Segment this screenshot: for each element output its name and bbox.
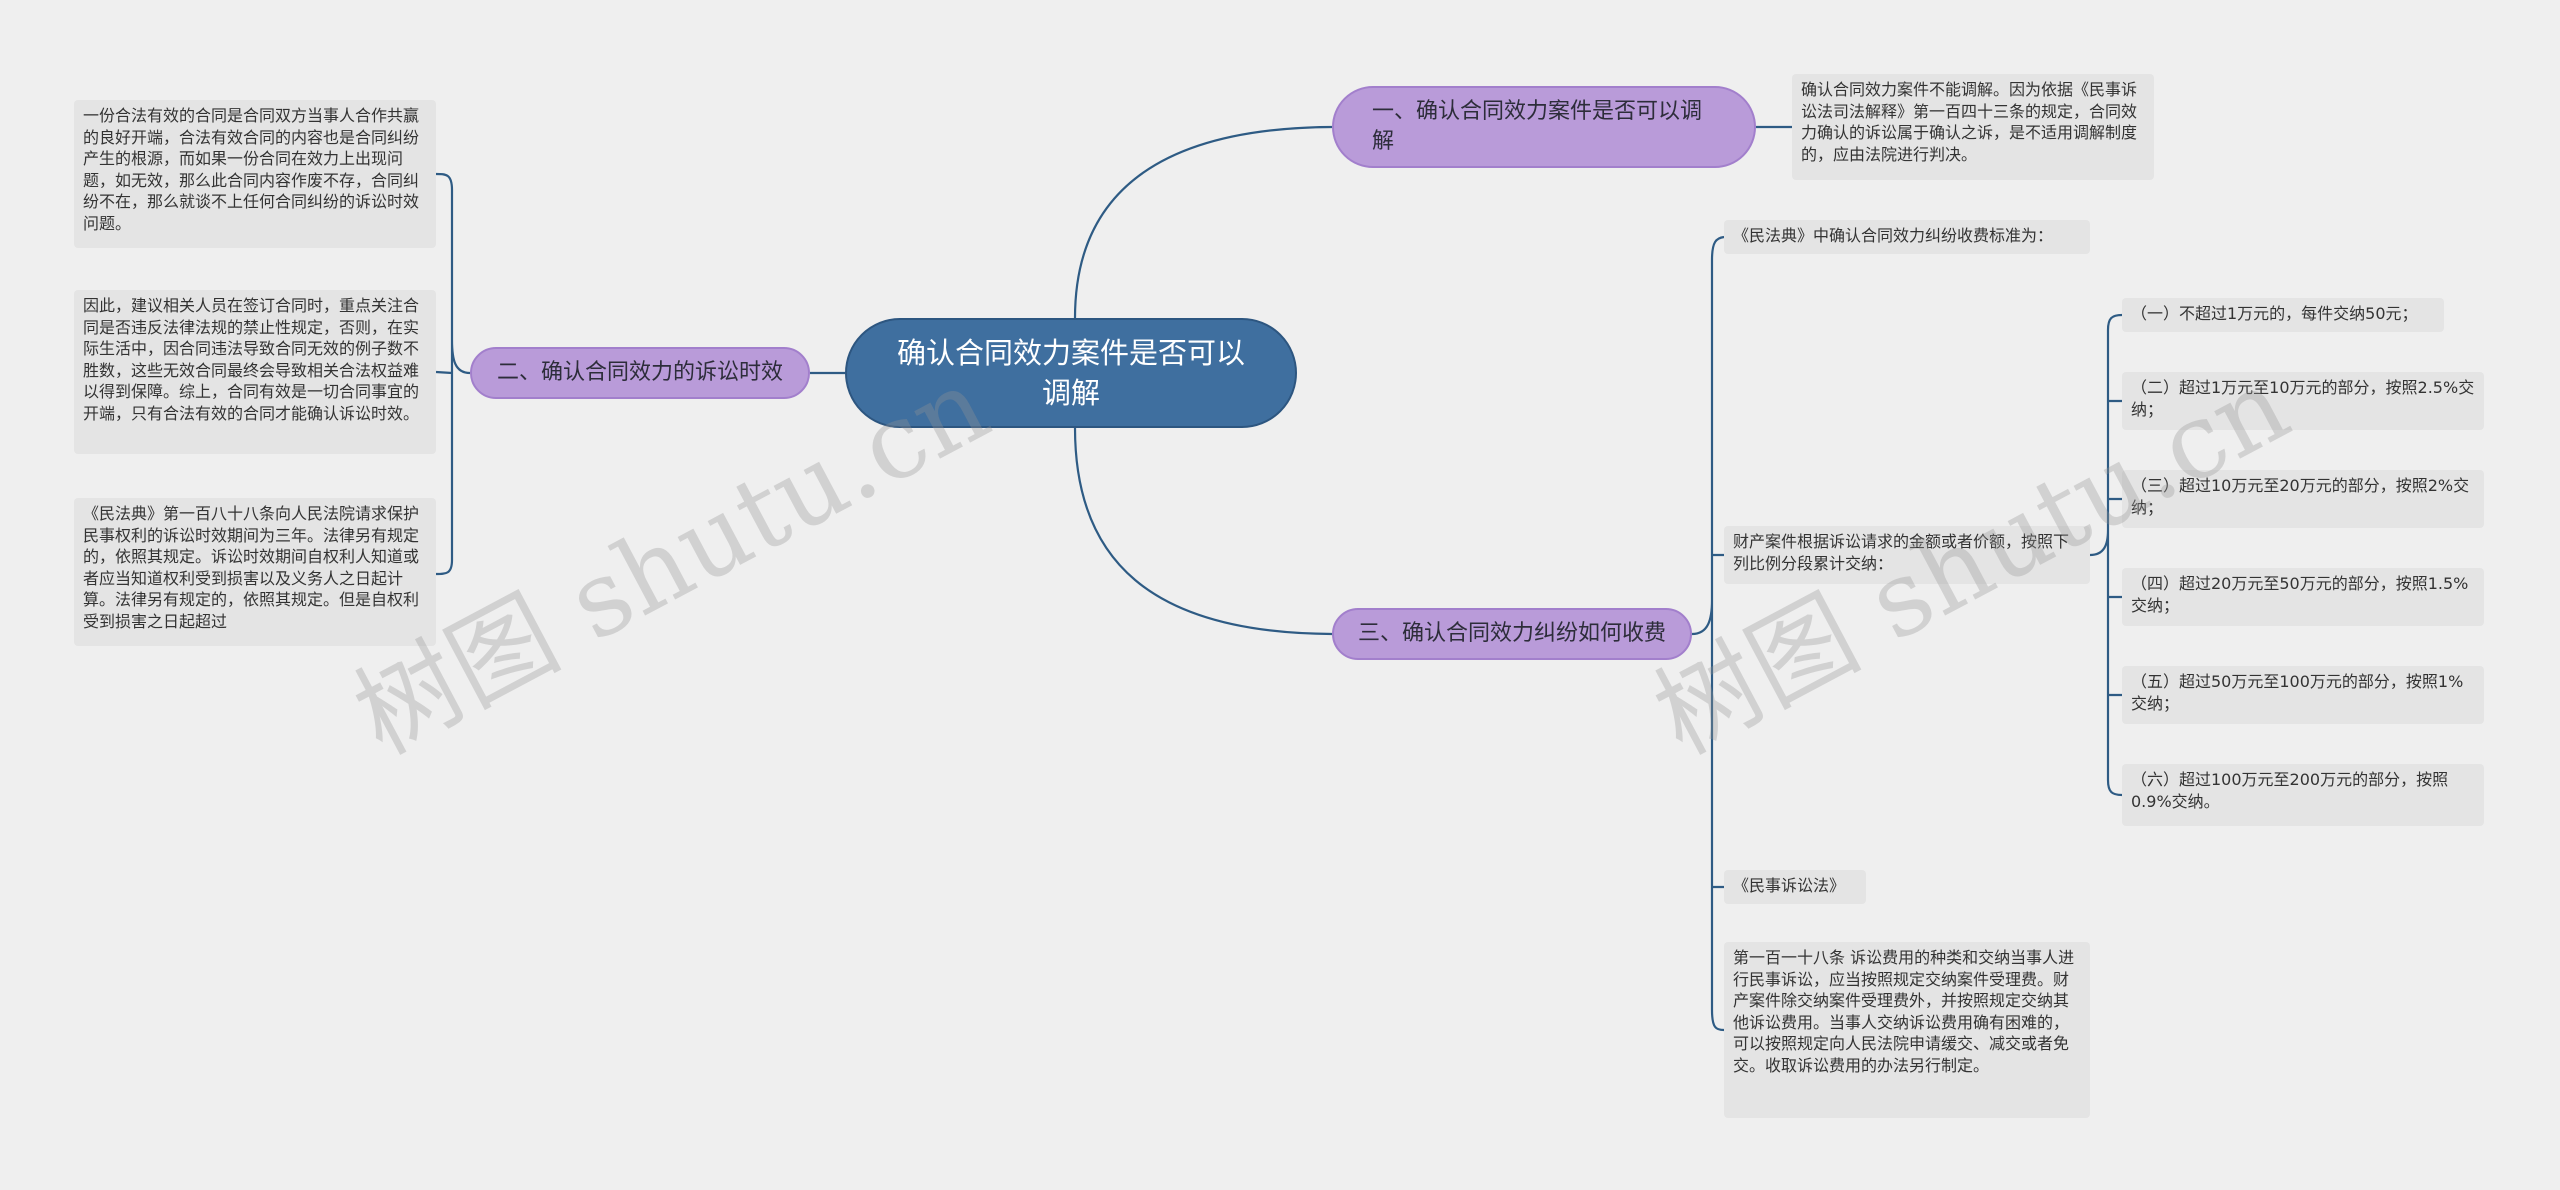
leaf-article-118[interactable]: 第一百一十八条 诉讼费用的种类和交纳当事人进行民事诉讼，应当按照规定交纳案件受理… <box>1724 942 2090 1118</box>
leaf-tier-5[interactable]: （五）超过50万元至100万元的部分，按照1%交纳； <box>2122 666 2484 724</box>
link-b2-bracket <box>435 172 471 576</box>
leaf-mediation-answer[interactable]: 确认合同效力案件不能调解。因为依据《民事诉讼法司法解释》第一百四十三条的规定，合… <box>1792 74 2154 180</box>
leaf-tier-1[interactable]: （一）不超过1万元的，每件交纳50元； <box>2122 298 2444 332</box>
leaf-fee-standard[interactable]: 《民法典》中确认合同效力纠纷收费标准为： <box>1724 220 2090 254</box>
leaf-fee-property[interactable]: 财产案件根据诉讼请求的金额或者价额，按照下列比例分段累计交纳： <box>1724 526 2090 584</box>
leaf-limitation-3[interactable]: 《民法典》第一百八十八条向人民法院请求保护民事权利的诉讼时效期间为三年。法律另有… <box>74 498 436 646</box>
leaf-limitation-2[interactable]: 因此，建议相关人员在签订合同时，重点关注合同是否违反法律法规的禁止性规定，否则，… <box>74 290 436 454</box>
leaf-tier-2[interactable]: （二）超过1万元至10万元的部分，按照2.5%交纳； <box>2122 372 2484 430</box>
branch-fees[interactable]: 三、确认合同效力纠纷如何收费 <box>1332 608 1692 660</box>
link-tiers-bracket <box>2089 313 2123 797</box>
leaf-civil-procedure-law[interactable]: 《民事诉讼法》 <box>1724 870 1866 904</box>
link-root-b1 <box>1073 125 1333 319</box>
leaf-tier-3[interactable]: （三）超过10万元至20万元的部分，按照2%交纳； <box>2122 470 2484 528</box>
branch-fees-label: 三、确认合同效力纠纷如何收费 <box>1357 621 1666 646</box>
leaf-limitation-1[interactable]: 一份合法有效的合同是合同双方当事人合作共赢的良好开端，合法有效合同的内容也是合同… <box>74 100 436 248</box>
branch-mediation[interactable]: 一、确认合同效力案件是否可以调解 <box>1332 86 1756 168</box>
leaf-tier-6[interactable]: （六）超过100万元至200万元的部分，按照0.9%交纳。 <box>2122 764 2484 826</box>
leaf-tier-4[interactable]: （四）超过20万元至50万元的部分，按照1.5%交纳； <box>2122 568 2484 626</box>
branch-mediation-label: 一、确认合同效力案件是否可以调解 <box>1372 99 1703 154</box>
link-root-b3 <box>1073 427 1333 636</box>
branch-limitation-label: 二、确认合同效力的诉讼时效 <box>496 360 783 385</box>
branch-limitation[interactable]: 二、确认合同效力的诉讼时效 <box>470 347 810 399</box>
link-b3-bracket <box>1691 235 1725 1032</box>
root-label: 确认合同效力案件是否可以调解 <box>896 336 1245 410</box>
root-node[interactable]: 确认合同效力案件是否可以调解 <box>845 318 1297 428</box>
